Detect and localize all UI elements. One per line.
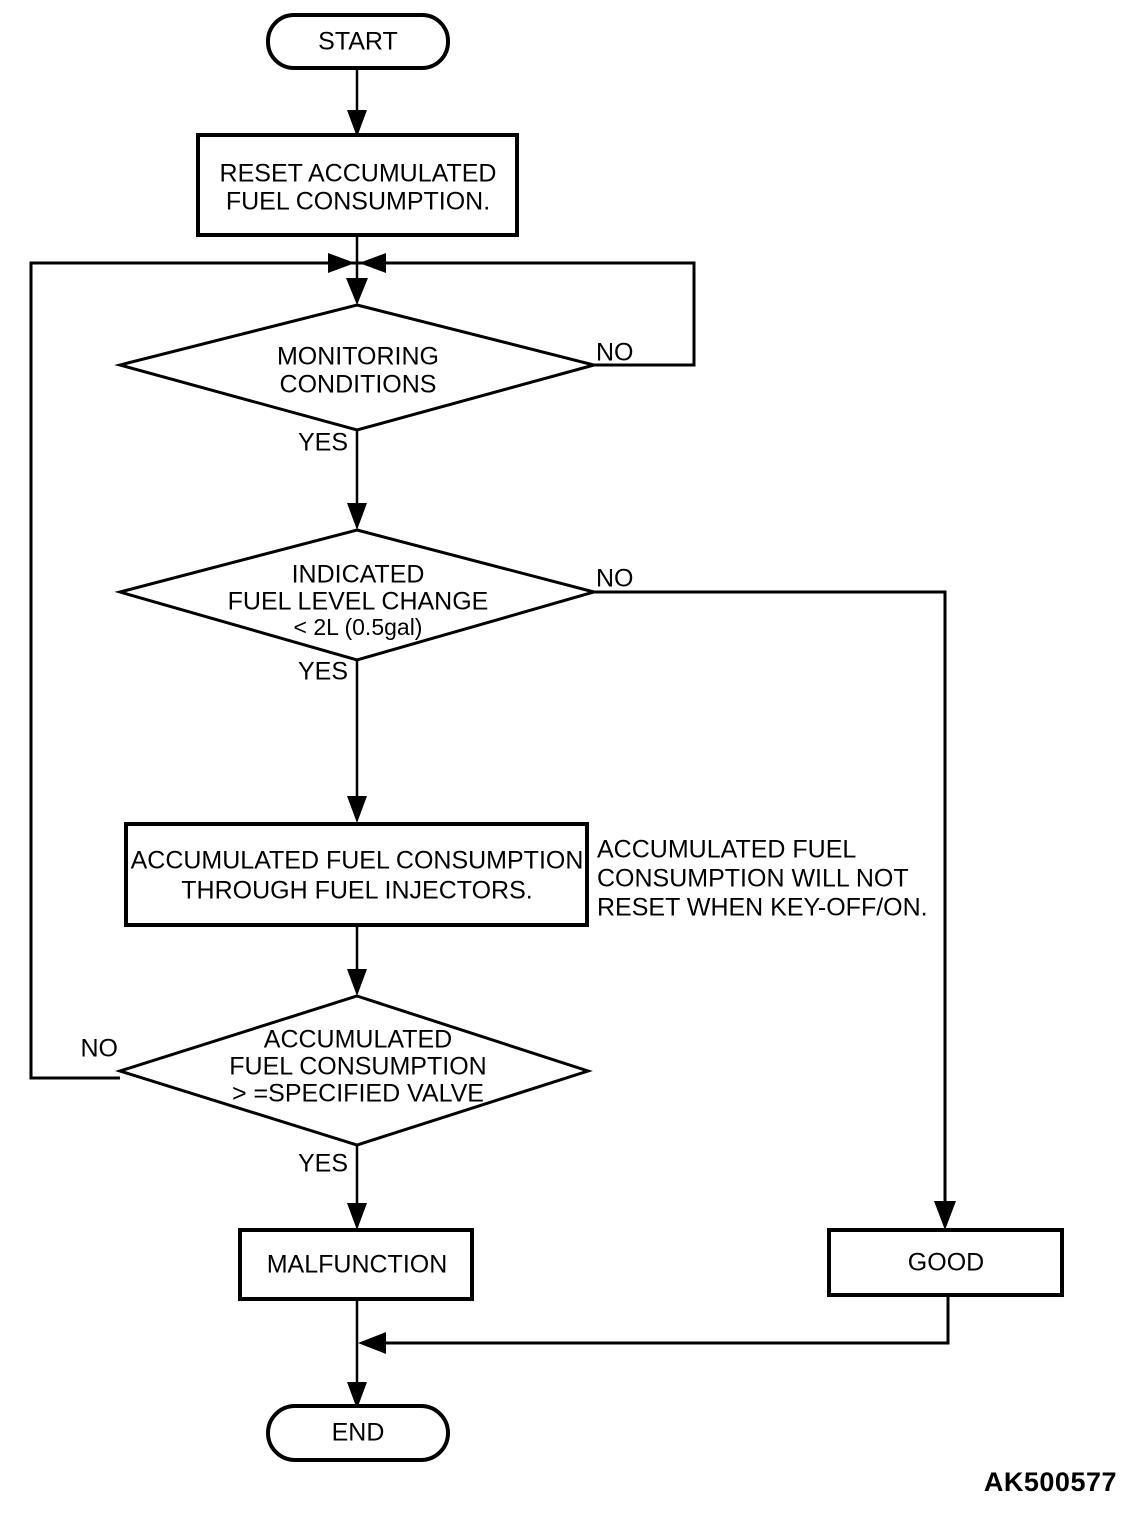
node-start[interactable]: START [266,13,450,70]
node-fuellevel-line1: INDICATED [292,561,425,589]
loopback-rail-monitoring-no [357,253,696,367]
node-start-label: START [318,28,398,56]
branch-label-monitoring-no: NO [596,339,634,367]
branch-label-compare-yes: YES [298,1150,348,1178]
node-good-label: GOOD [908,1249,984,1277]
branch-label-fuellevel-yes: YES [298,658,348,686]
connector-accumulate-to-compare [347,925,367,996]
node-compare-line2: FUEL CONSUMPTION [229,1053,486,1081]
branch-label-fuellevel-no: NO [596,565,634,593]
node-monitoring-line2: CONDITIONS [280,371,437,399]
connector-malfunction-to-end [347,1299,367,1409]
connector-compare-to-malfunction [347,1145,367,1230]
connector-junction-to-monitoring [346,263,368,305]
node-accumulate-line2: THROUGH FUEL INJECTORS. [181,877,532,905]
note-line2: CONSUMPTION WILL NOT [597,865,909,893]
node-indicated-fuel-level-change[interactable]: INDICATED FUEL LEVEL CHANGE < 2L (0.5gal… [114,528,600,662]
node-fuellevel-line3: < 2L (0.5gal) [294,614,423,640]
note-accumulated-no-reset: ACCUMULATED FUEL CONSUMPTION WILL NOT RE… [597,836,928,922]
connector-monitoring-to-fuellevel [347,430,367,530]
node-compare-line3: > =SPECIFIED VALVE [232,1080,484,1108]
note-line1: ACCUMULATED FUEL [597,836,856,864]
node-accumulate-fuel-consumption[interactable]: ACCUMULATED FUEL CONSUMPTION THROUGH FUE… [124,822,589,927]
node-monitoring-line1: MONITORING [277,343,439,371]
node-accumulate-line1: ACCUMULATED FUEL CONSUMPTION [131,847,584,875]
node-compare-line1: ACCUMULATED [264,1026,452,1054]
connector-fuellevel-to-accumulate [347,660,367,823]
connector-start-to-reset [347,68,367,137]
node-reset-accumulated[interactable]: RESET ACCUMULATED FUEL CONSUMPTION. [196,133,519,237]
node-monitoring-conditions[interactable]: MONITORING CONDITIONS [114,303,600,432]
node-malfunction-label: MALFUNCTION [267,1251,448,1279]
node-compare-specified-value[interactable]: ACCUMULATED FUEL CONSUMPTION > =SPECIFIE… [114,994,593,1147]
node-reset-line2: FUEL CONSUMPTION. [226,188,490,216]
node-malfunction[interactable]: MALFUNCTION [238,1228,474,1301]
connector-fuellevel-no-to-good [594,590,956,1230]
node-reset-line1: RESET ACCUMULATED [220,160,497,188]
branch-label-monitoring-yes: YES [298,429,348,457]
node-end-label: END [332,1419,385,1447]
loopback-rail-left [29,253,357,1080]
node-end[interactable]: END [266,1404,450,1462]
node-good[interactable]: GOOD [827,1228,1064,1297]
connector-good-to-merge [358,1295,950,1354]
note-line3: RESET WHEN KEY-OFF/ON. [597,894,928,922]
branch-label-compare-no: NO [81,1035,119,1063]
reference-code: AK500577 [984,1467,1117,1497]
node-fuellevel-line2: FUEL LEVEL CHANGE [228,588,489,616]
